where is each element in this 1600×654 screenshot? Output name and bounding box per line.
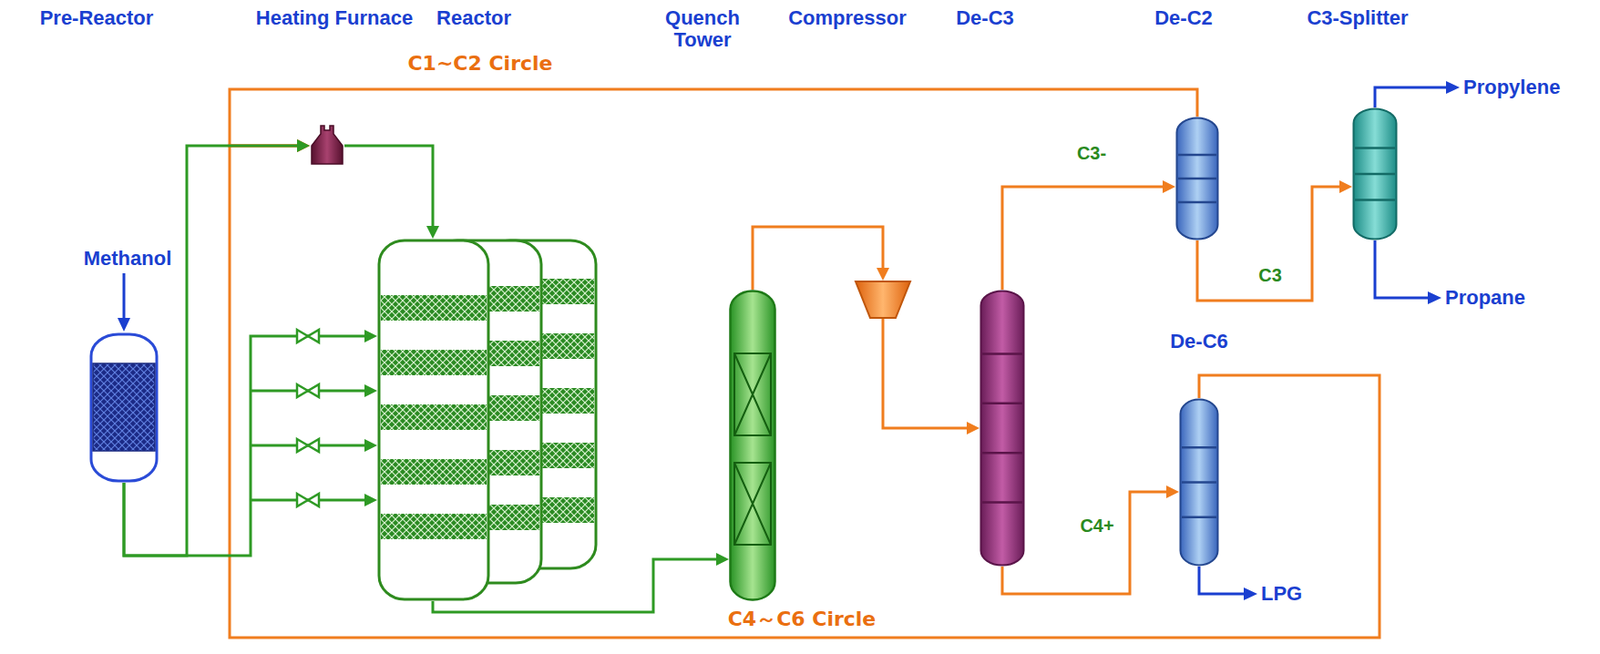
process-stream — [882, 318, 980, 435]
arrowheads — [117, 81, 1460, 601]
process-stream — [752, 226, 890, 290]
equipment-label: C3-Splitter — [1306, 7, 1408, 30]
arrowhead — [297, 139, 310, 153]
equipment-label: De-C3 — [955, 7, 1015, 30]
stream-name: Propane — [1445, 286, 1526, 309]
equipment-label: Pre-Reactor — [40, 7, 154, 30]
arrowhead — [1162, 180, 1176, 194]
arrowhead — [297, 139, 310, 153]
equipment-node: C3-Splitter — [1352, 107, 1398, 241]
stream-line — [752, 226, 883, 290]
equipment-node: De-C3 — [979, 289, 1026, 567]
arrowhead — [297, 139, 310, 153]
equipment-icon — [979, 289, 1026, 567]
process-stream — [123, 329, 378, 556]
feed-line — [123, 273, 126, 319]
arrowhead — [426, 225, 440, 239]
equipment-node: Compressor — [854, 280, 912, 319]
arrowhead — [117, 317, 131, 332]
valve-symbol — [297, 439, 319, 452]
arrowhead — [1446, 81, 1460, 94]
arrowhead — [1427, 291, 1442, 305]
product-line — [1374, 240, 1429, 298]
equipment-label: Heating Furnace — [256, 7, 413, 30]
product-line — [1374, 87, 1447, 108]
stream-label: C3 — [1255, 265, 1285, 287]
process-stream — [1002, 180, 1176, 290]
stream-label: C4+ — [1076, 515, 1117, 537]
arrowhead — [1339, 180, 1353, 194]
feed-arrow — [123, 87, 1447, 595]
stream-line — [229, 89, 1198, 146]
stream-line — [1002, 186, 1165, 290]
equipment-icon — [1179, 398, 1220, 567]
arrowhead — [364, 384, 378, 398]
process-stream — [1197, 180, 1353, 301]
equipment-node: De-C2 — [1175, 116, 1220, 241]
stream-line — [1197, 186, 1342, 301]
valve-symbol — [297, 493, 319, 507]
equipment-icon — [854, 280, 912, 319]
equipment-node: Heating Furnace — [309, 125, 345, 166]
equipment-node: Reactor — [377, 238, 598, 602]
arrowhead — [716, 553, 729, 566]
equipment-icon — [1175, 116, 1220, 241]
product-line — [1199, 566, 1245, 595]
equipment-icon — [89, 332, 159, 483]
arrowhead — [876, 267, 890, 281]
stream-line — [882, 318, 969, 429]
stream-label: C1~C2 Circle — [404, 51, 555, 75]
arrowhead — [364, 439, 378, 452]
equipment-icon — [728, 289, 777, 602]
equipment-label: De-C6 — [1169, 330, 1229, 353]
stream-name: LPG — [1261, 582, 1303, 606]
stream-label: C4～C6 Circle — [725, 607, 880, 631]
arrowhead — [364, 329, 378, 343]
equipment-icon — [309, 125, 345, 166]
stream-line — [123, 336, 367, 556]
equipment-label: Quench Tower — [651, 7, 754, 52]
stream-label: C3- — [1074, 143, 1109, 165]
arrowhead — [364, 493, 378, 507]
equipment-node: De-C6 — [1179, 398, 1220, 567]
valve-symbol — [297, 384, 319, 398]
process-stream — [1002, 485, 1180, 595]
stream-name: Methanol — [83, 246, 173, 270]
equipment-label: Reactor — [436, 7, 512, 30]
equipment-label: De-C2 — [1154, 7, 1213, 30]
stream-line — [1002, 492, 1169, 595]
equipment-node: Pre-Reactor — [89, 332, 159, 483]
equipment-label: Compressor — [788, 7, 907, 30]
valve-symbol — [297, 329, 319, 343]
equipment-node: Quench Tower — [728, 289, 777, 602]
valve-symbols — [297, 329, 319, 507]
arrowhead — [966, 421, 980, 435]
stream-name: Propylene — [1463, 75, 1560, 99]
stream-line — [344, 145, 433, 228]
arrowhead — [1166, 485, 1180, 499]
arrowhead — [1243, 587, 1258, 601]
equipment-icon — [377, 238, 598, 602]
process-stream — [229, 89, 1198, 153]
equipment-icon — [1352, 107, 1398, 241]
process-stream — [344, 145, 440, 239]
